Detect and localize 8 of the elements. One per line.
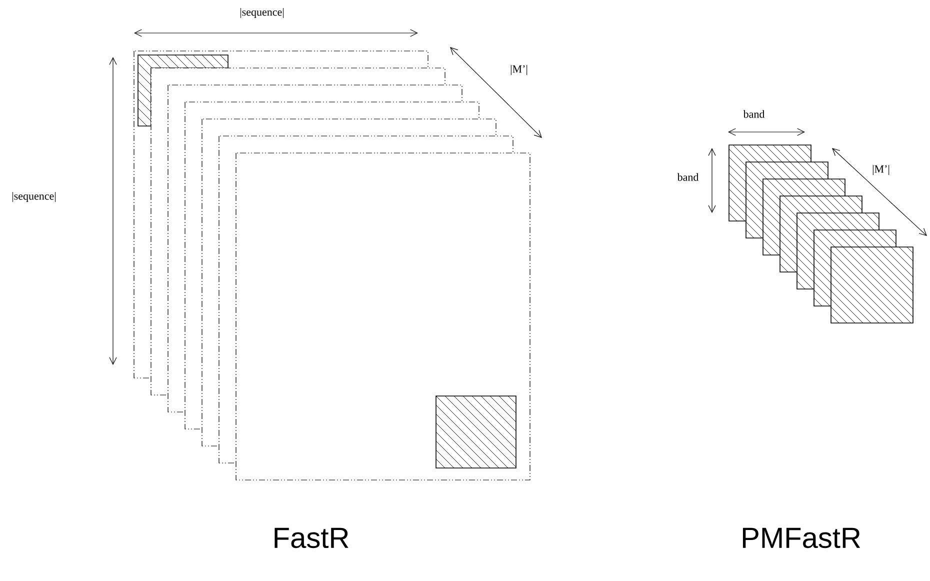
dimension-label: band — [743, 110, 765, 118]
dimension-label: |M’| — [872, 165, 890, 175]
caption: FastR — [274, 528, 348, 548]
caption: PMFastR — [742, 528, 860, 548]
dimension-label: |sequence| — [12, 192, 56, 202]
dimension-label: |M’| — [510, 65, 528, 75]
dimension-label: |sequence| — [240, 8, 284, 18]
dimension-label: band — [677, 173, 699, 181]
